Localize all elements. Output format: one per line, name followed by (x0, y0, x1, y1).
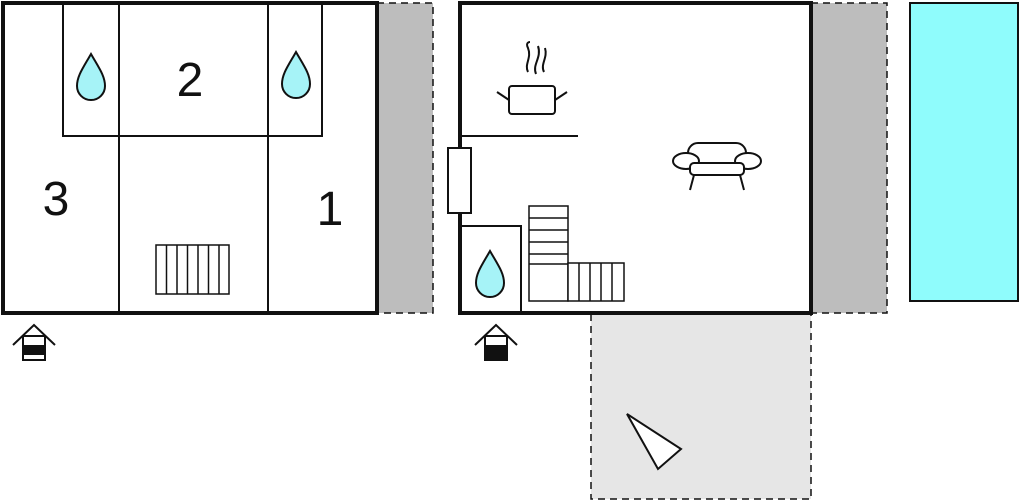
stairs-icon (528, 205, 625, 302)
entrance-icon (474, 323, 518, 361)
balcony-area (376, 2, 434, 314)
entrance-icon (12, 323, 56, 361)
triangle-icon (626, 413, 683, 471)
room-label-3: 3 (43, 173, 70, 226)
room-label-1: 1 (317, 183, 344, 236)
water-drop-icon (76, 53, 106, 101)
cooking-pot-icon (496, 41, 568, 115)
pool (909, 2, 1019, 302)
upper-floor-outline (1, 1, 379, 315)
balcony-area (810, 2, 888, 314)
wall-window (447, 147, 472, 214)
sofa-icon (672, 142, 762, 191)
water-drop-icon (281, 51, 311, 99)
stairs-icon (155, 244, 230, 295)
room-label-2: 2 (177, 54, 204, 107)
terrace-area (590, 312, 812, 500)
interior-walls (62, 3, 323, 313)
